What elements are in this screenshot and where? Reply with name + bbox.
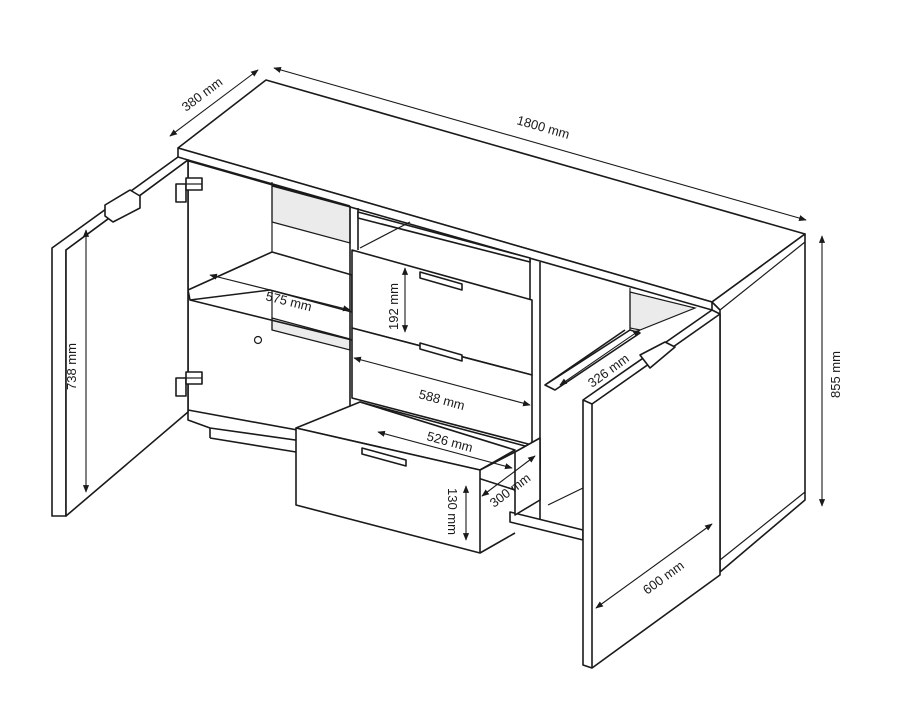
right-side-panel	[711, 233, 806, 573]
left-door	[51, 156, 203, 517]
dimension-lines	[82, 66, 826, 609]
label-drawer-inner-height: 130 mm	[445, 488, 460, 535]
right-door-handle[interactable]	[639, 341, 676, 369]
label-width: 1800 mm	[515, 112, 571, 141]
dim-line-width	[273, 66, 807, 222]
label-height: 855 mm	[828, 351, 843, 398]
label-depth: 380 mm	[179, 74, 226, 114]
dim-line-drawer-width	[353, 356, 531, 407]
label-drawer-front: 192 mm	[386, 283, 401, 330]
left-door-handle[interactable]	[104, 189, 141, 223]
plinth-right	[509, 511, 584, 541]
dim-line-depth	[169, 69, 259, 137]
dim-line-shelf	[209, 273, 351, 312]
hinge-icon-upper	[175, 177, 203, 203]
dim-line-right-shelf	[559, 329, 641, 386]
dim-line-drawer-depth	[481, 455, 536, 497]
left-door-face	[65, 159, 189, 517]
label-door-height: 738 mm	[64, 343, 79, 390]
hinge-icon-lower	[175, 371, 203, 397]
drawer-top-handle[interactable]	[419, 271, 463, 291]
dim-line-right-door	[595, 523, 713, 609]
shelf-pin-hole	[253, 335, 263, 345]
